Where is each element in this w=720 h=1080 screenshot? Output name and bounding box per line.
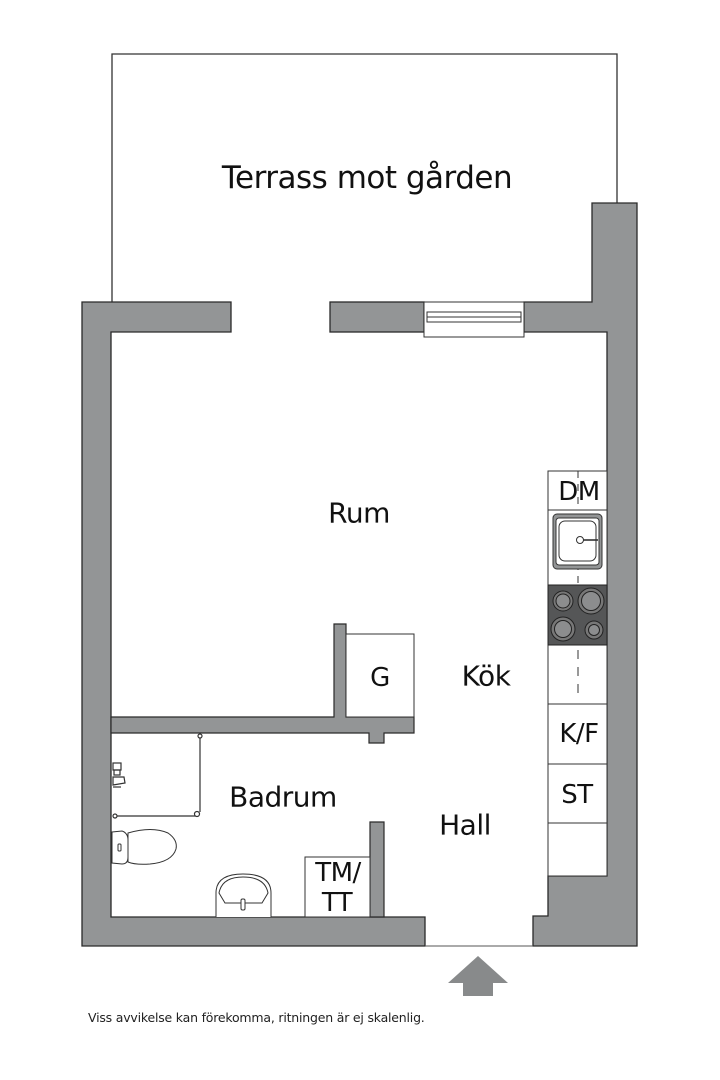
kitchen-label: Kök: [461, 659, 511, 693]
entrance-arrow-icon: [448, 956, 508, 996]
wardrobe: [345, 633, 415, 718]
storage-label: ST: [561, 780, 593, 810]
window-icon: [423, 301, 525, 338]
washer-dryer-label-line2: TT: [321, 888, 353, 918]
kitchen-sink-icon: [552, 513, 603, 570]
wardrobe-label: G: [370, 663, 390, 693]
washer-dryer: [304, 856, 371, 918]
toilet-icon: [111, 829, 177, 865]
living-room-label: Rum: [328, 496, 390, 530]
bathroom-label: Badrum: [229, 780, 337, 814]
stove-icon: [547, 584, 608, 646]
terrace-label: Terrass mot gården: [221, 160, 513, 196]
terrace-outline: [111, 53, 618, 302]
washer-dryer-label-line1: TM/: [315, 858, 361, 888]
fridge-freezer-label: K/F: [559, 719, 599, 749]
exterior-walls: [81, 202, 638, 947]
dishwasher-label: DM: [558, 477, 600, 507]
hall-label: Hall: [439, 808, 491, 842]
interior-walls: [110, 623, 415, 918]
shower-icon: [112, 733, 203, 819]
washbasin-icon: [215, 873, 272, 917]
disclaimer-text: Viss avvikelse kan förekomma, ritningen …: [88, 1010, 425, 1025]
